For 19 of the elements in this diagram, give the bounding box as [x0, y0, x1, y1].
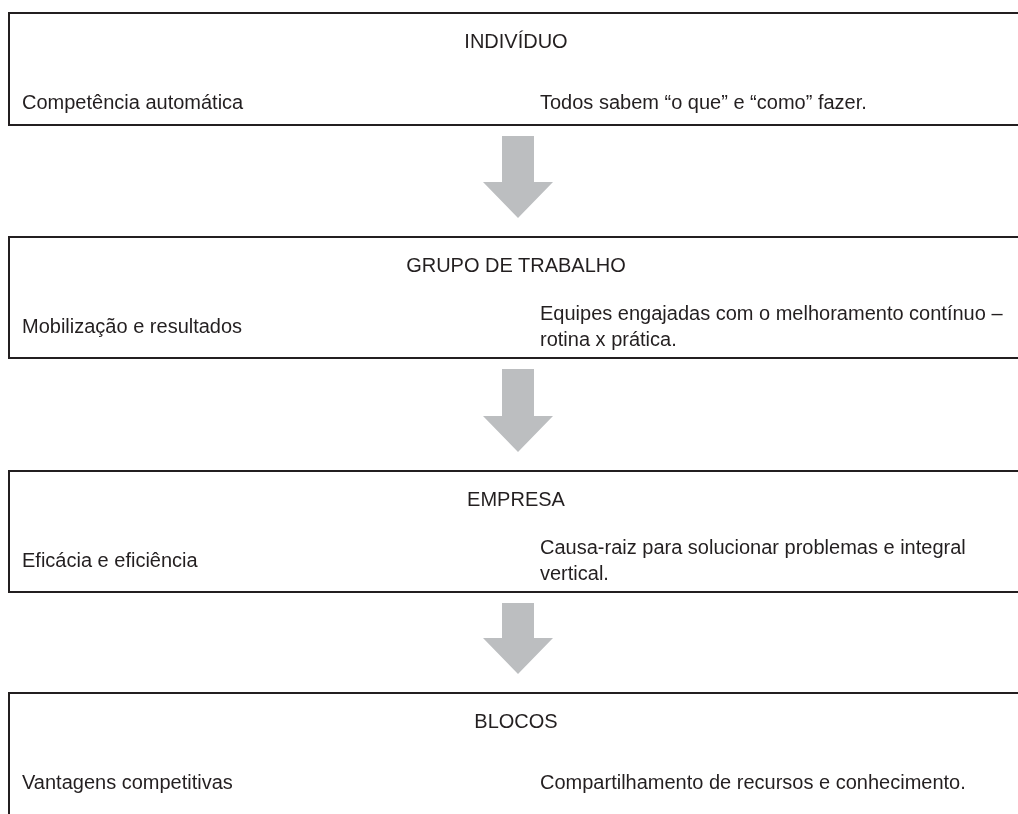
stage-description: Equipes engajadas com o melhoramento contínuo – rotina x prática. — [540, 301, 1004, 352]
block-arrow — [483, 136, 553, 218]
stage-box — [8, 692, 1018, 814]
stage-description: Todos sabem “o que” e “como” fazer. — [540, 90, 868, 115]
stage-result: Vantagens competitivas — [22, 770, 234, 795]
block-arrow — [483, 369, 553, 452]
stage-result: Mobilização e resultados — [22, 314, 244, 339]
stage-description: Compartilhamento de recursos e conhecimento. — [540, 770, 967, 795]
stage-result: Eficácia e eficiência — [22, 548, 199, 573]
stage-heading: GRUPO DE TRABALHO — [405, 253, 627, 278]
block-arrow — [483, 603, 553, 674]
stage-heading: INDIVÍDUO — [463, 29, 569, 54]
stage-heading: BLOCOS — [473, 709, 559, 734]
stage-box — [8, 470, 1018, 593]
stage-result: Competência automática — [22, 90, 245, 115]
stage-description: Causa-raiz para solucionar problemas e integral vertical. — [540, 535, 967, 586]
stage-box — [8, 236, 1018, 359]
stage-heading: EMPRESA — [466, 487, 566, 512]
stage-box — [8, 12, 1018, 126]
